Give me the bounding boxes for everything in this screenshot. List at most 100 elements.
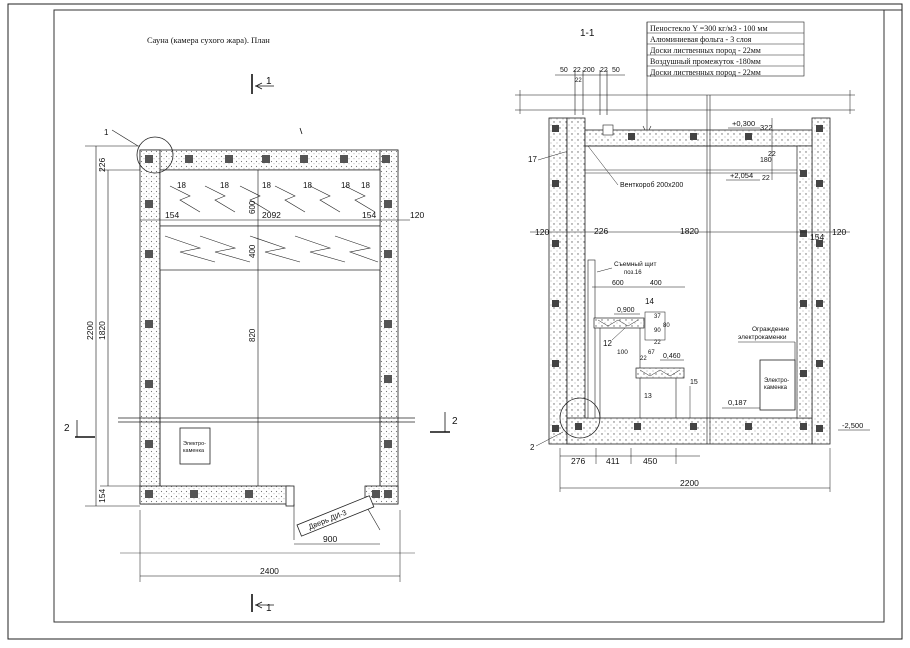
section-stove-label-2: каменка [764,385,788,391]
svg-text:22: 22 [762,175,770,182]
svg-text:18: 18 [303,181,312,190]
svg-text:0,460: 0,460 [663,353,681,360]
svg-text:180: 180 [760,157,772,164]
section-dim-left-120: 120 [535,227,549,237]
plan-wall-bottom [139,485,291,505]
plan-stove-label-2: каменка [183,448,205,454]
section-dim-450: 450 [643,456,657,466]
sheet-frame [7,3,903,640]
plan-view: Сауна (камера сухого жара). План 1 1 2 2 [64,35,458,614]
section-guard-label-2: электрокаменки [738,334,787,341]
section-title: 1-1 [580,28,595,39]
section-wall-left [548,117,568,445]
plan-section-mark-top: 1 [266,76,272,87]
section-bench-lower [635,367,685,379]
section-legend: Пеностекло Y =300 кг/м3 - 100 мм Алюмини… [642,21,805,135]
plan-dim-right-120: 120 [410,210,424,220]
plan-section-mark-bottom: 1 [266,603,272,614]
svg-text:22: 22 [654,340,661,346]
section-stove [759,359,796,411]
plan-shelf-top [159,169,381,227]
svg-text:400: 400 [650,280,662,287]
svg-text:18: 18 [220,181,229,190]
svg-text:322: 322 [760,123,773,132]
section-removable-label-2: поз.16 [624,270,642,276]
plan-dim-top-wall: 226 [97,158,107,172]
plan-shelf-bottom [159,225,381,271]
section-elev-floor-in: 0,187 [728,398,747,407]
plan-dim-right-154: 154 [362,210,376,220]
section-view: 1-1 Пеностекло Y =300 кг/м3 - 100 мм Алю… [515,21,870,492]
section-dim-226: 226 [594,226,608,236]
section-removable-label-1: Съемный щит [614,260,657,268]
section-callout-14: 14 [645,297,654,306]
plan-dim-overall-width: 2400 [260,566,279,576]
plan-section2-mark-left: 2 [64,423,70,434]
section-callout-12: 12 [603,339,612,348]
svg-text:80: 80 [663,323,670,329]
plan-dim-inner-width: 2092 [262,210,281,220]
legend-row-4: Воздушный промежуток -180мм [650,57,761,66]
svg-text:50: 50 [612,67,620,74]
plan-dim-820: 820 [248,328,257,342]
section-callout-15: 15 [690,379,698,386]
svg-text:22: 22 [575,78,582,84]
svg-text:100: 100 [617,349,628,356]
svg-text:50: 50 [560,67,568,74]
section-dim-411: 411 [606,456,620,466]
legend-row-3: Доски лиственных пород - 22мм [650,46,761,55]
section-elev-floor-out: -2,500 [842,421,863,430]
section-callout-17: 17 [528,155,537,164]
section-bench-upper [593,317,645,329]
plan-dim-bottom-wall: 154 [97,489,107,503]
section-dim-right-120: 120 [832,227,846,237]
plan-callout-1: 1 [104,128,109,137]
section-ceiling [584,129,813,147]
plan-stove [179,427,211,465]
svg-text:90: 90 [654,328,661,334]
plan-dim-inner-height: 1820 [97,321,107,340]
plan-dim-overall-height: 2200 [85,321,95,340]
section-callout-2: 2 [530,443,535,452]
legend-row-1: Пеностекло Y =300 кг/м3 - 100 мм [650,24,768,33]
svg-text:22: 22 [768,151,776,158]
legend-row-5: Доски лиственных пород - 22мм [650,68,761,77]
plan-gap-labels: 18 18 18 18 18 18 [177,181,370,190]
section-elev-top: +0,300 [732,119,755,128]
svg-text:18: 18 [177,181,186,190]
svg-text:37: 37 [654,314,661,320]
svg-text:22: 22 [640,356,647,362]
svg-text:22: 22 [573,67,581,74]
section-elev-ceiling: +2,054 [730,171,753,180]
svg-text:0,900: 0,900 [617,307,635,314]
section-dim-2200: 2200 [680,478,699,488]
plan-dim-left-154: 154 [165,210,179,220]
section-wall-right [811,117,831,445]
section-guard-label-1: Ограждение [752,326,790,333]
legend-row-2: Алюминиевая фольга - 3 слоя [650,35,752,44]
plan-stove-label-1: Электро- [183,441,206,447]
svg-text:18: 18 [262,181,271,190]
svg-text:18: 18 [361,181,370,190]
section-dim-154: 154 [810,232,824,242]
plan-title: Сауна (камера сухого жара). План [147,35,270,45]
plan-door [296,495,375,537]
svg-text:600: 600 [612,280,624,287]
section-callout-13: 13 [644,393,652,400]
plan-section2-mark-right: 2 [452,416,458,427]
svg-text:67: 67 [648,350,655,356]
svg-text:200: 200 [583,67,595,74]
section-dim-276: 276 [571,456,585,466]
plan-dim-600: 600 [248,200,257,214]
section-stove-label-1: Электро- [764,378,789,384]
section-vent-box [566,117,586,445]
svg-text:22: 22 [600,67,608,74]
section-dim-1820: 1820 [680,226,699,236]
section-floor [566,417,813,445]
svg-text:18: 18 [341,181,350,190]
plan-dim-door-width: 900 [323,534,337,544]
section-vent-label: Венткороб 200х200 [620,181,683,189]
plan-dim-400: 400 [248,244,257,258]
